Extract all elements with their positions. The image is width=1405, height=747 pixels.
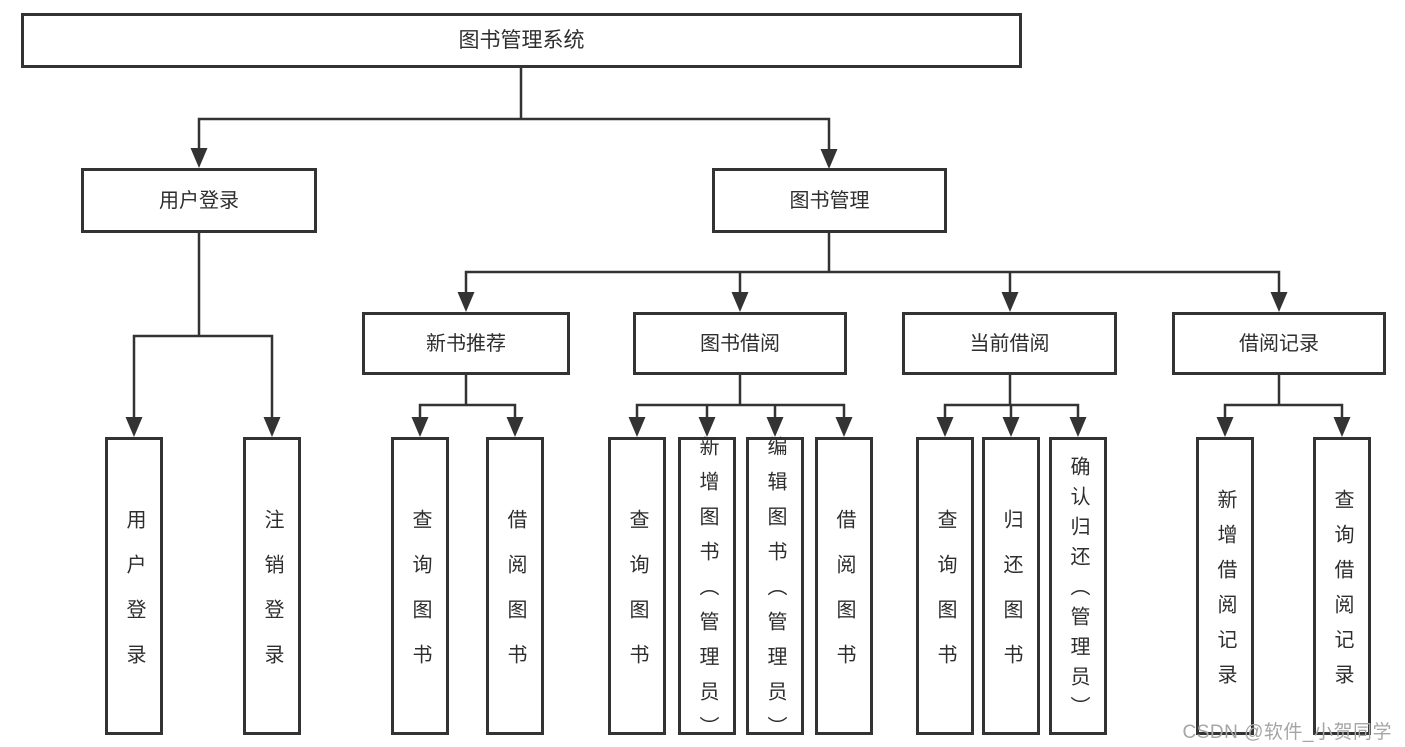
leaf-query-books-current: 查询图书 <box>916 437 974 735</box>
node-label: 新增图书（管理员） <box>696 436 718 747</box>
node-label: 新书推荐 <box>426 332 506 355</box>
node-label: 编辑图书（管理员） <box>764 436 786 747</box>
leaf-user-login: 用户登录 <box>105 437 163 735</box>
node-label: 用户登录 <box>159 189 239 212</box>
node-label: 当前借阅 <box>969 332 1050 355</box>
edge-book-mgmt-to-level3 <box>464 233 1281 292</box>
node-user-login: 用户登录 <box>81 168 317 233</box>
leaf-return-books: 归还图书 <box>982 437 1040 735</box>
leaf-query-books-recommend: 查询图书 <box>391 437 449 735</box>
node-label: 查询图书 <box>409 508 431 689</box>
edge-root-to-level2 <box>197 68 831 149</box>
node-current-borrow: 当前借阅 <box>902 312 1117 375</box>
node-label: 注销登录 <box>261 508 283 689</box>
node-label: 借阅图书 <box>833 508 855 689</box>
edge-user-login-to-leaves <box>132 233 274 417</box>
leaf-add-borrow-record: 新增借阅记录 <box>1196 437 1254 735</box>
node-label: 归还图书 <box>1000 508 1022 689</box>
leaf-add-book-admin: 新增图书（管理员） <box>678 436 736 747</box>
node-label: 查询图书 <box>626 508 648 689</box>
edge-current-borrow-to-leaves <box>943 375 1080 417</box>
node-label: 借阅记录 <box>1239 332 1319 355</box>
node-label: 图书借阅 <box>700 332 780 355</box>
leaf-logout: 注销登录 <box>243 437 301 735</box>
edge-new-book-to-leaves <box>418 375 517 417</box>
leaf-confirm-return-admin: 确认归还（管理员） <box>1049 437 1107 735</box>
node-borrow-records: 借阅记录 <box>1172 312 1386 375</box>
leaf-query-borrow-record: 查询借阅记录 <box>1313 437 1371 735</box>
leaf-edit-book-admin: 编辑图书（管理员） <box>746 436 804 747</box>
node-book-management: 图书管理 <box>712 168 947 233</box>
edge-borrow-record-to-leaves <box>1223 375 1344 417</box>
node-library-management-system: 图书管理系统 <box>21 13 1022 68</box>
node-book-borrow: 图书借阅 <box>633 312 847 375</box>
node-label: 借阅图书 <box>504 508 526 689</box>
leaf-borrow-books-recommend: 借阅图书 <box>486 437 544 735</box>
node-label: 确认归还（管理员） <box>1067 456 1089 726</box>
edge-book-borrow-to-leaves <box>635 375 846 417</box>
node-label: 查询图书 <box>934 508 956 689</box>
leaf-query-books-borrow: 查询图书 <box>608 437 666 735</box>
node-label: 图书管理 <box>789 189 870 212</box>
leaf-borrow-books: 借阅图书 <box>815 437 873 735</box>
node-label: 图书管理系统 <box>458 29 585 52</box>
node-label: 用户登录 <box>123 508 145 689</box>
node-label: 查询借阅记录 <box>1331 488 1353 699</box>
csdn-watermark: CSDN @软件_小贺同学 <box>1182 722 1392 743</box>
node-new-book-recommend: 新书推荐 <box>362 312 570 375</box>
node-label: 新增借阅记录 <box>1214 488 1236 699</box>
